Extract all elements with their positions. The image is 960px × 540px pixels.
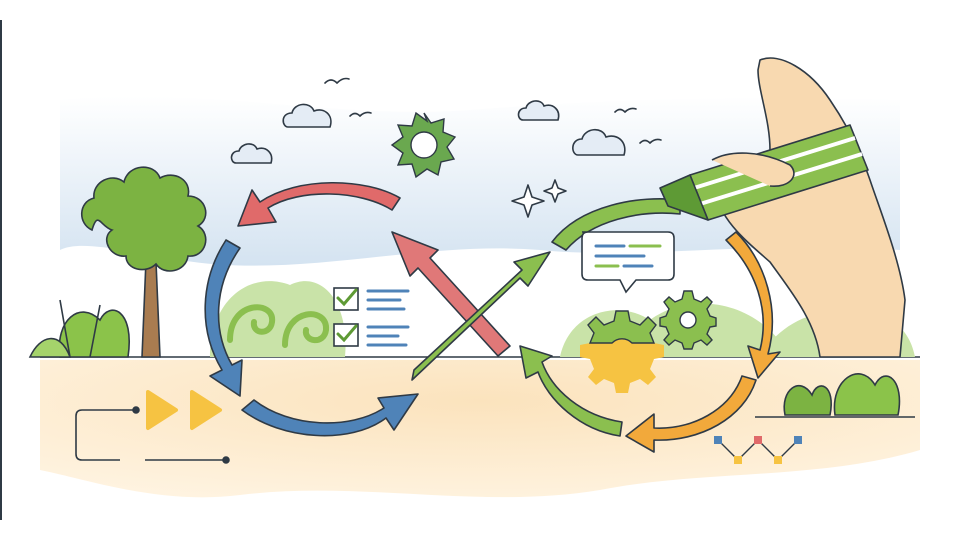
checklist-icon <box>333 287 410 347</box>
flow-connector <box>75 406 230 464</box>
sparkle-small-icon <box>543 179 567 203</box>
bird-1 <box>324 77 350 85</box>
birds <box>324 77 662 145</box>
bird-2 <box>349 111 372 118</box>
gear-icon-large <box>580 310 664 393</box>
cloud-4 <box>572 128 626 156</box>
red-arrow <box>237 181 401 227</box>
blue-arrow-left <box>204 239 243 397</box>
fast-forward-icon <box>146 390 222 430</box>
left-bushes <box>28 299 130 358</box>
cloud-3 <box>517 100 560 121</box>
hand-with-marker <box>659 57 906 358</box>
cloud-2 <box>230 143 273 164</box>
marker-tip <box>659 174 709 221</box>
gear-icon-small <box>659 290 717 350</box>
bird-4 <box>639 138 662 145</box>
bird-3 <box>614 107 637 114</box>
cloud-1 <box>282 103 332 128</box>
orange-arrow-bottom <box>625 375 757 453</box>
blue-arrow-bottom <box>241 393 419 437</box>
red-diagonal-arrow <box>391 231 511 357</box>
speech-bubble-icon <box>581 231 675 294</box>
sparkle-icons <box>511 179 567 218</box>
green-diagonal-arrow <box>411 251 551 381</box>
green-arrow-bottom <box>519 345 623 437</box>
right-bushes <box>783 373 901 416</box>
zigzag-chart-icon <box>714 436 802 464</box>
sun-icon <box>390 111 457 179</box>
clouds <box>230 100 626 164</box>
orange-arrow-right <box>725 231 781 379</box>
tree <box>80 166 207 358</box>
sparkle-large-icon <box>511 184 545 218</box>
tree-canopy <box>80 166 207 272</box>
sand-ground <box>40 360 920 498</box>
fingers <box>711 152 795 187</box>
